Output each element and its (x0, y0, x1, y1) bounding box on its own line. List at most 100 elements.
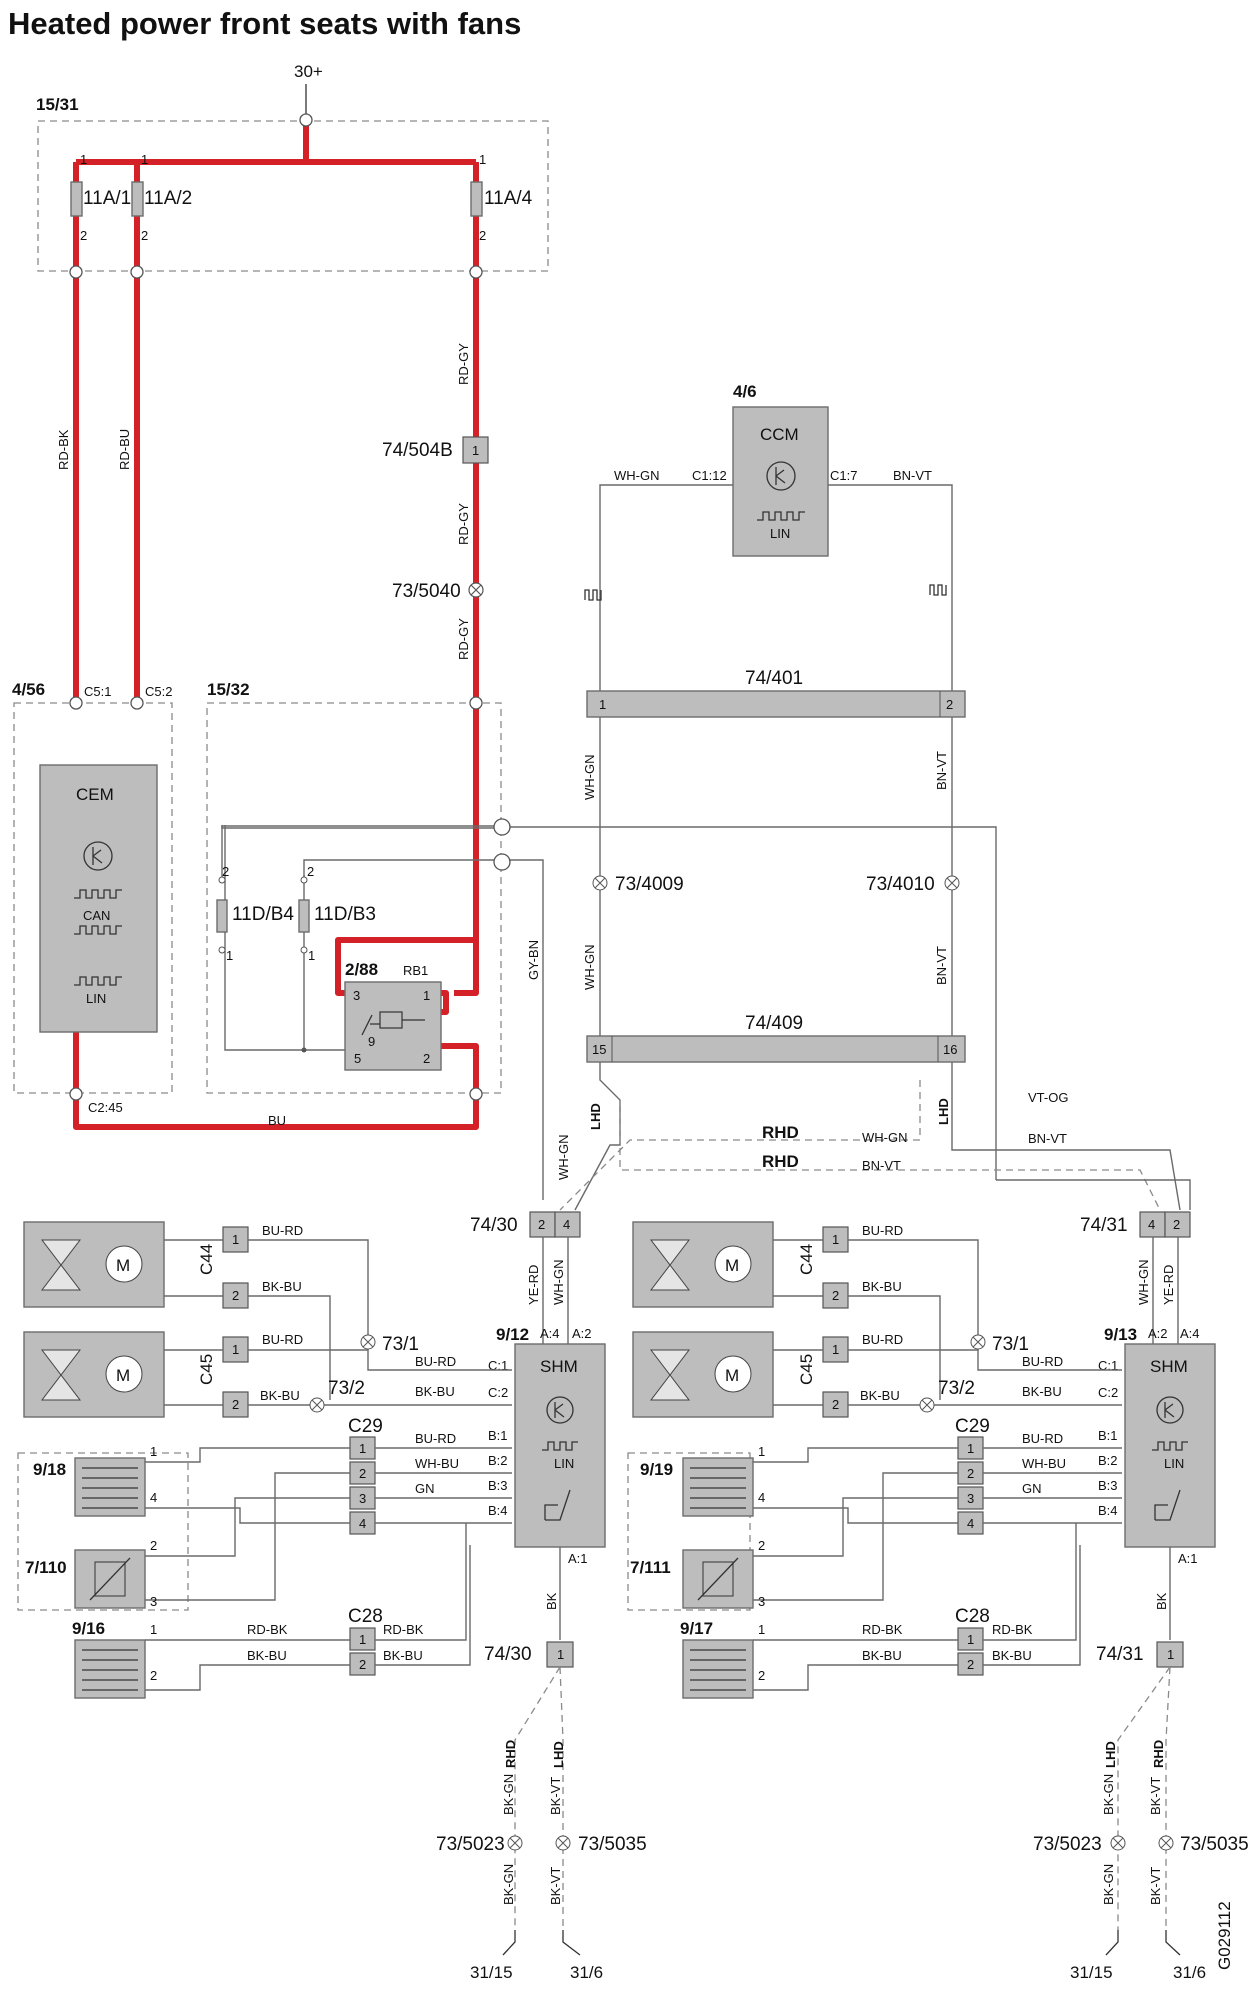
svg-text:9: 9 (368, 1034, 375, 1049)
wire-label-wh-gn: WH-GN (614, 468, 660, 483)
svg-text:C45: C45 (797, 1354, 816, 1385)
wire-label-bn-vt: BN-VT (1028, 1131, 1067, 1146)
fuse-11a-1: 11A/1 (70, 181, 131, 217)
splice-73-4010-label: 73/4010 (866, 874, 935, 895)
svg-text:11D/B4: 11D/B4 (232, 904, 294, 925)
connector-74-401: 74/401 1 2 (586, 668, 966, 718)
svg-text:2: 2 (967, 1466, 974, 1481)
svg-text:5: 5 (354, 1051, 361, 1066)
lhd-label: LHD (1103, 1741, 1118, 1768)
wire-label-bu-rd: BU-RD (1022, 1431, 1063, 1446)
terminal-node (469, 265, 483, 279)
heating-element-9-16: 9/16 (72, 1619, 146, 1699)
rhd-label: RHD (762, 1152, 799, 1171)
terminal-node (493, 818, 511, 836)
svg-text:16: 16 (943, 1042, 957, 1057)
wire-label-wh-gn: WH-GN (582, 945, 597, 991)
pin-label: 1 (80, 152, 87, 167)
fuse-11d-b4: 11D/B4 2 1 (216, 864, 294, 963)
svg-text:2: 2 (150, 1668, 157, 1683)
wire-label-bk-bu: BK-BU (992, 1648, 1032, 1663)
pin-label: 2 (80, 228, 87, 243)
svg-text:C44: C44 (197, 1244, 216, 1275)
wire-label-rd-bk: RD-BK (247, 1622, 288, 1637)
supply-label: 30+ (294, 62, 323, 81)
heating-element-9-18: 9/18 (33, 1457, 146, 1517)
wire-label-bk-gn: BK-GN (501, 1774, 516, 1815)
power-wiring (73, 120, 479, 1130)
wire-label-ye-rd: YE-RD (526, 1265, 541, 1305)
lhd-label: LHD (936, 1098, 951, 1125)
svg-text:CEM: CEM (76, 785, 114, 804)
ground-symbol (1105, 1930, 1181, 1956)
svg-text:2: 2 (423, 1051, 430, 1066)
wire-label-ye-rd: YE-RD (1161, 1265, 1176, 1305)
splice-73-1-left (360, 1334, 376, 1350)
seat-icon (544, 1489, 571, 1521)
svg-text:11A/4: 11A/4 (484, 188, 533, 209)
splice-73-5040-label: 73/5040 (392, 581, 461, 602)
splice-73-5035-left (555, 1835, 571, 1851)
svg-text:1: 1 (1167, 1647, 1174, 1662)
shm-module-right: 9/13 SHM LIN (1104, 1325, 1216, 1548)
wire-label-bk-vt: BK-VT (548, 1777, 563, 1815)
svg-text:C:2: C:2 (1098, 1385, 1118, 1400)
svg-text:15: 15 (592, 1042, 606, 1057)
connector-c28-right: C28 1 2 (955, 1606, 990, 1676)
svg-text:B:3: B:3 (1098, 1478, 1118, 1493)
svg-text:1: 1 (359, 1441, 366, 1456)
ccm-module: CCM LIN (732, 406, 829, 557)
svg-text:C29: C29 (348, 1416, 383, 1437)
svg-text:1: 1 (232, 1232, 239, 1247)
svg-text:A:4: A:4 (540, 1326, 560, 1341)
svg-text:74/31: 74/31 (1080, 1215, 1128, 1236)
wire-label-rd-bu: RD-BU (117, 429, 132, 470)
svg-text:1: 1 (758, 1444, 765, 1459)
svg-text:1: 1 (967, 1441, 974, 1456)
svg-text:1: 1 (308, 948, 315, 963)
splice-73-5035-right (1158, 1835, 1174, 1851)
svg-text:M: M (725, 1256, 739, 1275)
wire-label-bu-rd: BU-RD (262, 1332, 303, 1347)
svg-text:B:1: B:1 (1098, 1428, 1118, 1443)
lhd-label: LHD (588, 1103, 603, 1130)
svg-text:4: 4 (359, 1516, 366, 1531)
svg-text:CCM: CCM (760, 425, 799, 444)
connector-c29-right: C29 1 2 3 4 (955, 1416, 990, 1535)
svg-text:B:4: B:4 (488, 1503, 508, 1518)
wire-label-bk-bu: BK-BU (260, 1388, 300, 1403)
svg-text:C44: C44 (797, 1244, 816, 1275)
wire-label-bk-vt: BK-VT (1148, 1867, 1163, 1905)
terminal-node (469, 696, 483, 710)
fuse-11d-b3: 11D/B3 2 1 (298, 864, 376, 963)
svg-text:C:1: C:1 (1098, 1358, 1118, 1373)
svg-text:1: 1 (226, 948, 233, 963)
seat-heater-outline-right (627, 1452, 751, 1611)
svg-text:LIN: LIN (554, 1456, 574, 1471)
svg-text:73/1: 73/1 (382, 1334, 419, 1355)
svg-text:74/409: 74/409 (745, 1013, 803, 1034)
wire-label-bu-rd: BU-RD (262, 1223, 303, 1238)
wire-label-bk-gn: BK-GN (501, 1864, 516, 1905)
svg-text:4: 4 (758, 1490, 765, 1505)
pin-label: 2 (141, 228, 148, 243)
terminal-node (69, 265, 83, 279)
fuse-11a-4: 11A/4 (470, 181, 533, 217)
svg-text:9/13: 9/13 (1104, 1325, 1137, 1344)
ground-31-15-right: 31/15 (1070, 1963, 1113, 1982)
svg-text:1: 1 (557, 1647, 564, 1662)
connector-74-504b-label: 74/504B (382, 440, 453, 461)
wire-label-bk-bu: BK-BU (862, 1648, 902, 1663)
svg-text:2: 2 (758, 1538, 765, 1553)
svg-text:B:2: B:2 (488, 1453, 508, 1468)
svg-text:A:1: A:1 (1178, 1551, 1198, 1566)
connector-c29-left: C29 1 2 3 4 (348, 1416, 383, 1535)
svg-text:B:1: B:1 (488, 1428, 508, 1443)
svg-text:1: 1 (599, 697, 606, 712)
splice-73-4010 (944, 875, 960, 891)
fusebox-15-32-outline (206, 702, 502, 1094)
fan-motor-c45-left: M (23, 1331, 165, 1418)
svg-text:2: 2 (307, 864, 314, 879)
splice-73-4009 (592, 875, 608, 891)
wire-label-bn-vt: BN-VT (893, 468, 932, 483)
